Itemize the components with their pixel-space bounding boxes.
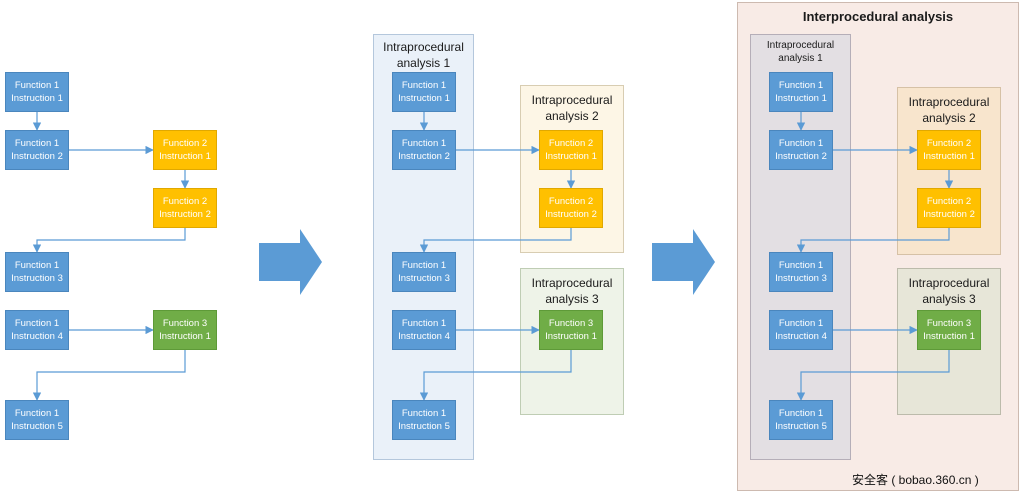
big-right-arrow-2	[652, 229, 715, 295]
connector-arrow-p2-6	[419, 350, 572, 401]
big-right-arrow-1	[259, 229, 322, 295]
connector-arrow-p3-6	[796, 350, 950, 401]
watermark: 安全客 ( bobao.360.cn )	[852, 473, 979, 487]
connector-arrow-p2-4	[419, 228, 572, 253]
connector-arrow-p1-6	[32, 350, 186, 401]
connector-arrow-p3-4	[796, 228, 950, 253]
interprocedural-title: Interprocedural analysis	[802, 9, 954, 24]
connector-arrow-p1-4	[32, 228, 186, 253]
